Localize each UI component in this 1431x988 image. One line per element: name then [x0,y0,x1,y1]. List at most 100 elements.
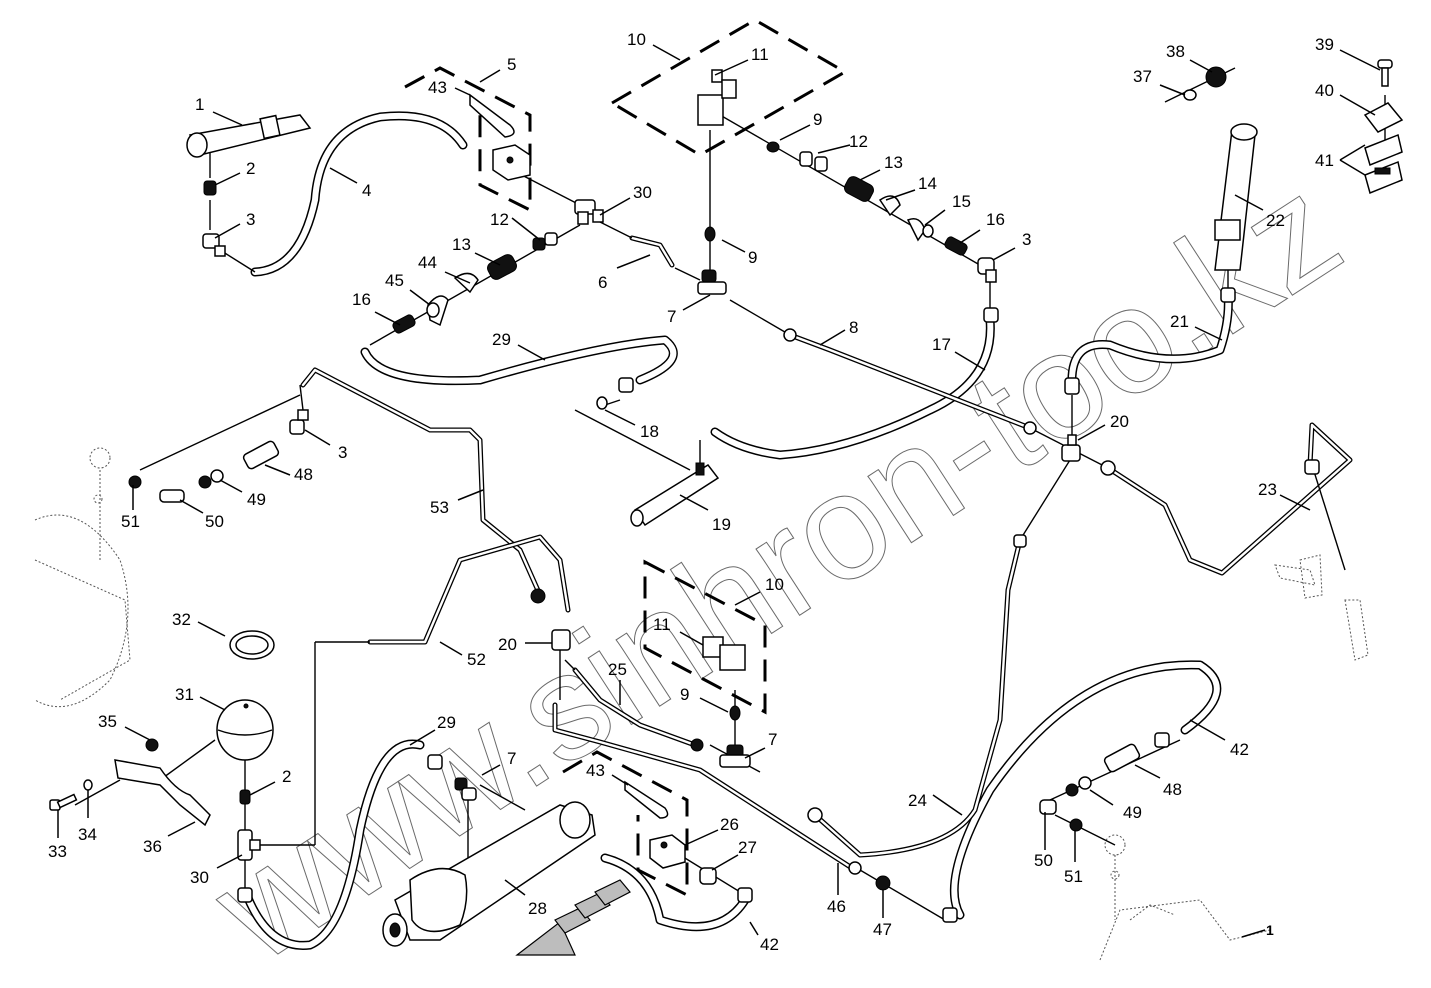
elbow-3-right [977,257,997,283]
callout-42: 42 [760,935,779,954]
callout-49: 49 [247,490,266,509]
callout-32: 32 [172,610,191,629]
nut-8-end [1023,421,1037,435]
spacer-37 [1183,89,1197,101]
callout-50: 50 [205,512,224,531]
fitting-9-a [766,141,780,153]
nut-23-right [1304,459,1320,475]
bracket-36 [114,759,211,827]
callout-8: 8 [849,318,858,337]
watermark-text: www.sinhron-too.kz [185,144,1368,988]
direction-arrow [515,879,631,956]
callout-31: 31 [175,685,194,704]
elbow-3-mid [289,409,309,435]
plate-40 [1363,102,1404,133]
pin-22 [1214,123,1258,271]
callout-41: 41 [1315,151,1334,170]
callout-48: 48 [1163,780,1182,799]
callout-28: 28 [528,899,547,918]
valve-11-mid [702,636,746,671]
callout-52: 52 [467,650,486,669]
callout-17: 17 [932,335,951,354]
tee-7-top [697,269,727,295]
callout-19: 19 [712,515,731,534]
group-box-43-bottom [562,750,689,898]
accumulator-31 [216,699,274,761]
callout-37: 37 [1133,67,1152,86]
callout-7: 7 [667,307,676,326]
callout-24: 24 [908,791,927,810]
ghost-bolts [1274,554,1369,661]
callout-46: 46 [827,897,846,916]
callout-34: 34 [78,825,97,844]
group-box-10-mid [643,559,767,715]
nut-49-left [198,469,224,489]
pipe-24 [812,537,1023,858]
valve-26 [649,834,686,869]
callout-3: 3 [246,210,255,229]
fitting-2-bottom [239,789,251,805]
hose-42-bottom [600,853,750,932]
filter-48-right [1103,743,1141,773]
callout-10: 10 [627,30,646,49]
callout-44: 44 [418,253,437,272]
cylinder-28 [382,801,596,947]
callout-23: 23 [1258,480,1277,499]
callout-11: 11 [751,45,769,64]
clamp-32 [229,630,275,660]
nut-12-a [799,151,828,172]
callout-53: 53 [430,498,449,517]
callout-48: 48 [294,465,313,484]
hose-29-top [360,335,678,386]
group-box-5 [404,66,532,213]
callout-20: 20 [1110,412,1129,431]
elbow-3-left [202,233,226,257]
nut-46-a [807,807,823,823]
ghost-housing-right [1099,834,1271,961]
nut-35 [145,738,159,752]
pipe-46 [552,702,858,873]
reference-marker: 1 [1266,922,1274,938]
nut-21-bottom [1064,377,1080,395]
nut-27 [699,867,717,885]
callout-2: 2 [282,767,291,786]
nut-23-left [1100,460,1116,476]
nut-49-right [1065,776,1092,797]
elbow-50-left [159,489,185,503]
callout-18: 18 [640,422,659,441]
cap-15 [906,218,934,242]
hose-21 [1067,290,1233,390]
callout-26: 26 [720,815,739,834]
callout-7: 7 [507,749,516,768]
callout-35: 35 [98,712,117,731]
pipe-23 [1105,422,1353,576]
hose-42-right [949,660,1222,920]
callout-15: 15 [952,192,971,211]
coupling-16-a [944,236,968,256]
callout-38: 38 [1166,42,1185,61]
pipe-6 [629,235,675,268]
callout-39: 39 [1315,35,1334,54]
callout-labels: 1 2 3 4 5 43 10 11 9 12 13 14 15 16 3 30… [48,30,1334,954]
callout-16: 16 [986,210,1005,229]
callout-1: 1 [195,95,204,114]
coupling-13-a [844,176,874,202]
nut-29b [427,754,443,770]
callout-20: 20 [498,635,517,654]
callout-25: 25 [608,660,627,679]
callout-42: 42 [1230,740,1249,759]
washer-18 [596,396,608,410]
nut-47 [875,875,891,891]
fitting-9-b [704,226,716,242]
callout-13: 13 [452,235,471,254]
hose-17 [710,315,995,460]
fitting-9-c [729,705,741,721]
filter-48-left [242,440,280,470]
valve-block-5 [492,144,531,181]
nut-29-bottom-end [237,887,253,903]
callout-30: 30 [190,868,209,887]
cap-44 [453,272,479,294]
lever-43-bottom [624,780,669,819]
nut-42-right-end [942,907,958,923]
